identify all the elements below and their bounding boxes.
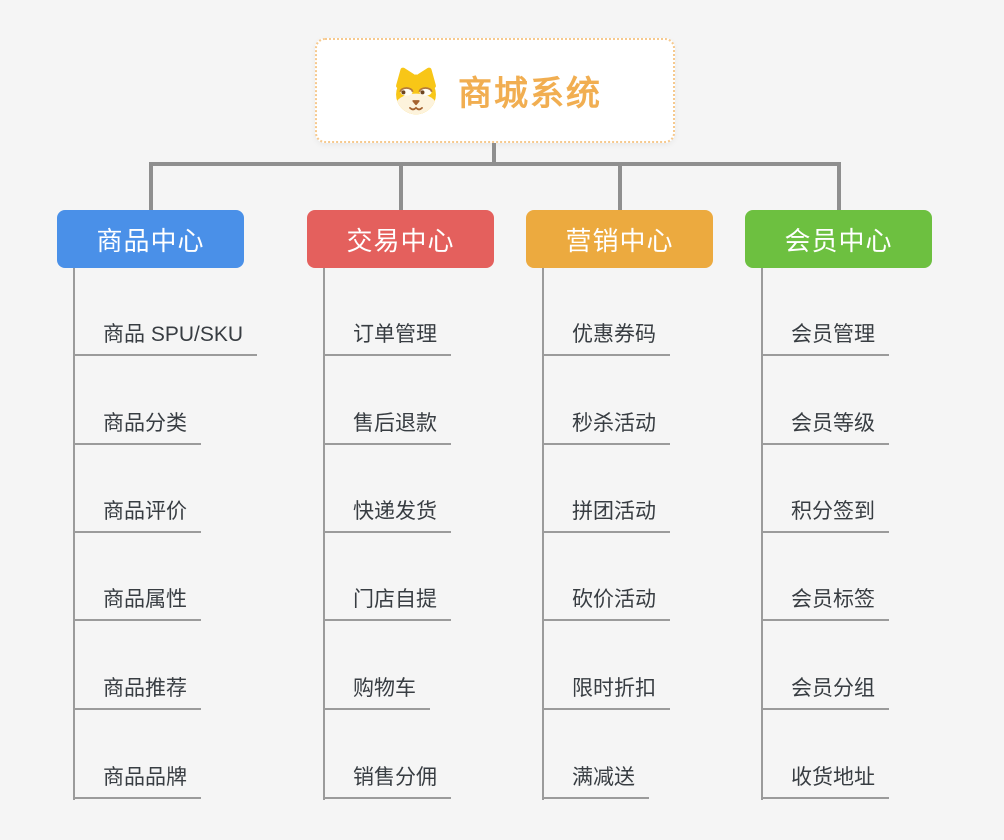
connector-line (492, 143, 496, 166)
connector-line (148, 162, 841, 166)
branch-trunk-line (761, 268, 763, 800)
branch-trunk-line (323, 268, 325, 800)
leaf-topic[interactable]: 售后退款 (323, 407, 451, 445)
leaf-topic[interactable]: 快递发货 (323, 495, 451, 533)
leaf-topic[interactable]: 限时折扣 (542, 672, 670, 710)
branch-trunk-line (73, 268, 75, 800)
leaf-topic[interactable]: 会员分组 (761, 672, 889, 710)
connector-line (398, 162, 403, 210)
connector-line (617, 162, 622, 210)
root-topic[interactable]: 商城系统 (315, 38, 675, 143)
leaf-topic[interactable]: 收货地址 (761, 761, 889, 799)
leaf-topic[interactable]: 购物车 (323, 672, 430, 710)
leaf-topic[interactable]: 商品分类 (73, 407, 201, 445)
leaf-topic[interactable]: 商品评价 (73, 495, 201, 533)
leaf-topic[interactable]: 会员等级 (761, 407, 889, 445)
root-topic-label: 商城系统 (458, 75, 602, 113)
leaf-topic[interactable]: 砍价活动 (542, 583, 670, 621)
leaf-topic[interactable]: 积分签到 (761, 495, 889, 533)
leaf-topic[interactable]: 满减送 (542, 761, 649, 799)
branch-topic[interactable]: 营销中心 (526, 210, 713, 268)
branch-topic[interactable]: 交易中心 (307, 210, 494, 268)
branch-topic[interactable]: 会员中心 (745, 210, 932, 268)
leaf-topic[interactable]: 会员标签 (761, 583, 889, 621)
branch-topic[interactable]: 商品中心 (57, 210, 244, 268)
leaf-topic[interactable]: 会员管理 (761, 318, 889, 356)
leaf-topic[interactable]: 商品 SPU/SKU (73, 318, 258, 356)
leaf-topic[interactable]: 商品属性 (73, 583, 201, 621)
connector-line (148, 162, 153, 210)
leaf-topic[interactable]: 优惠券码 (542, 318, 670, 356)
leaf-topic[interactable]: 商品推荐 (73, 672, 201, 710)
branch-trunk-line (542, 268, 544, 800)
connector-line (836, 162, 841, 210)
leaf-topic[interactable]: 秒杀活动 (542, 407, 670, 445)
leaf-topic[interactable]: 门店自提 (323, 583, 451, 621)
leaf-topic[interactable]: 订单管理 (323, 318, 451, 356)
leaf-topic[interactable]: 商品品牌 (73, 761, 201, 799)
leaf-topic[interactable]: 销售分佣 (323, 761, 451, 799)
shiba-dog-icon (396, 67, 436, 114)
leaf-topic[interactable]: 拼团活动 (542, 495, 670, 533)
